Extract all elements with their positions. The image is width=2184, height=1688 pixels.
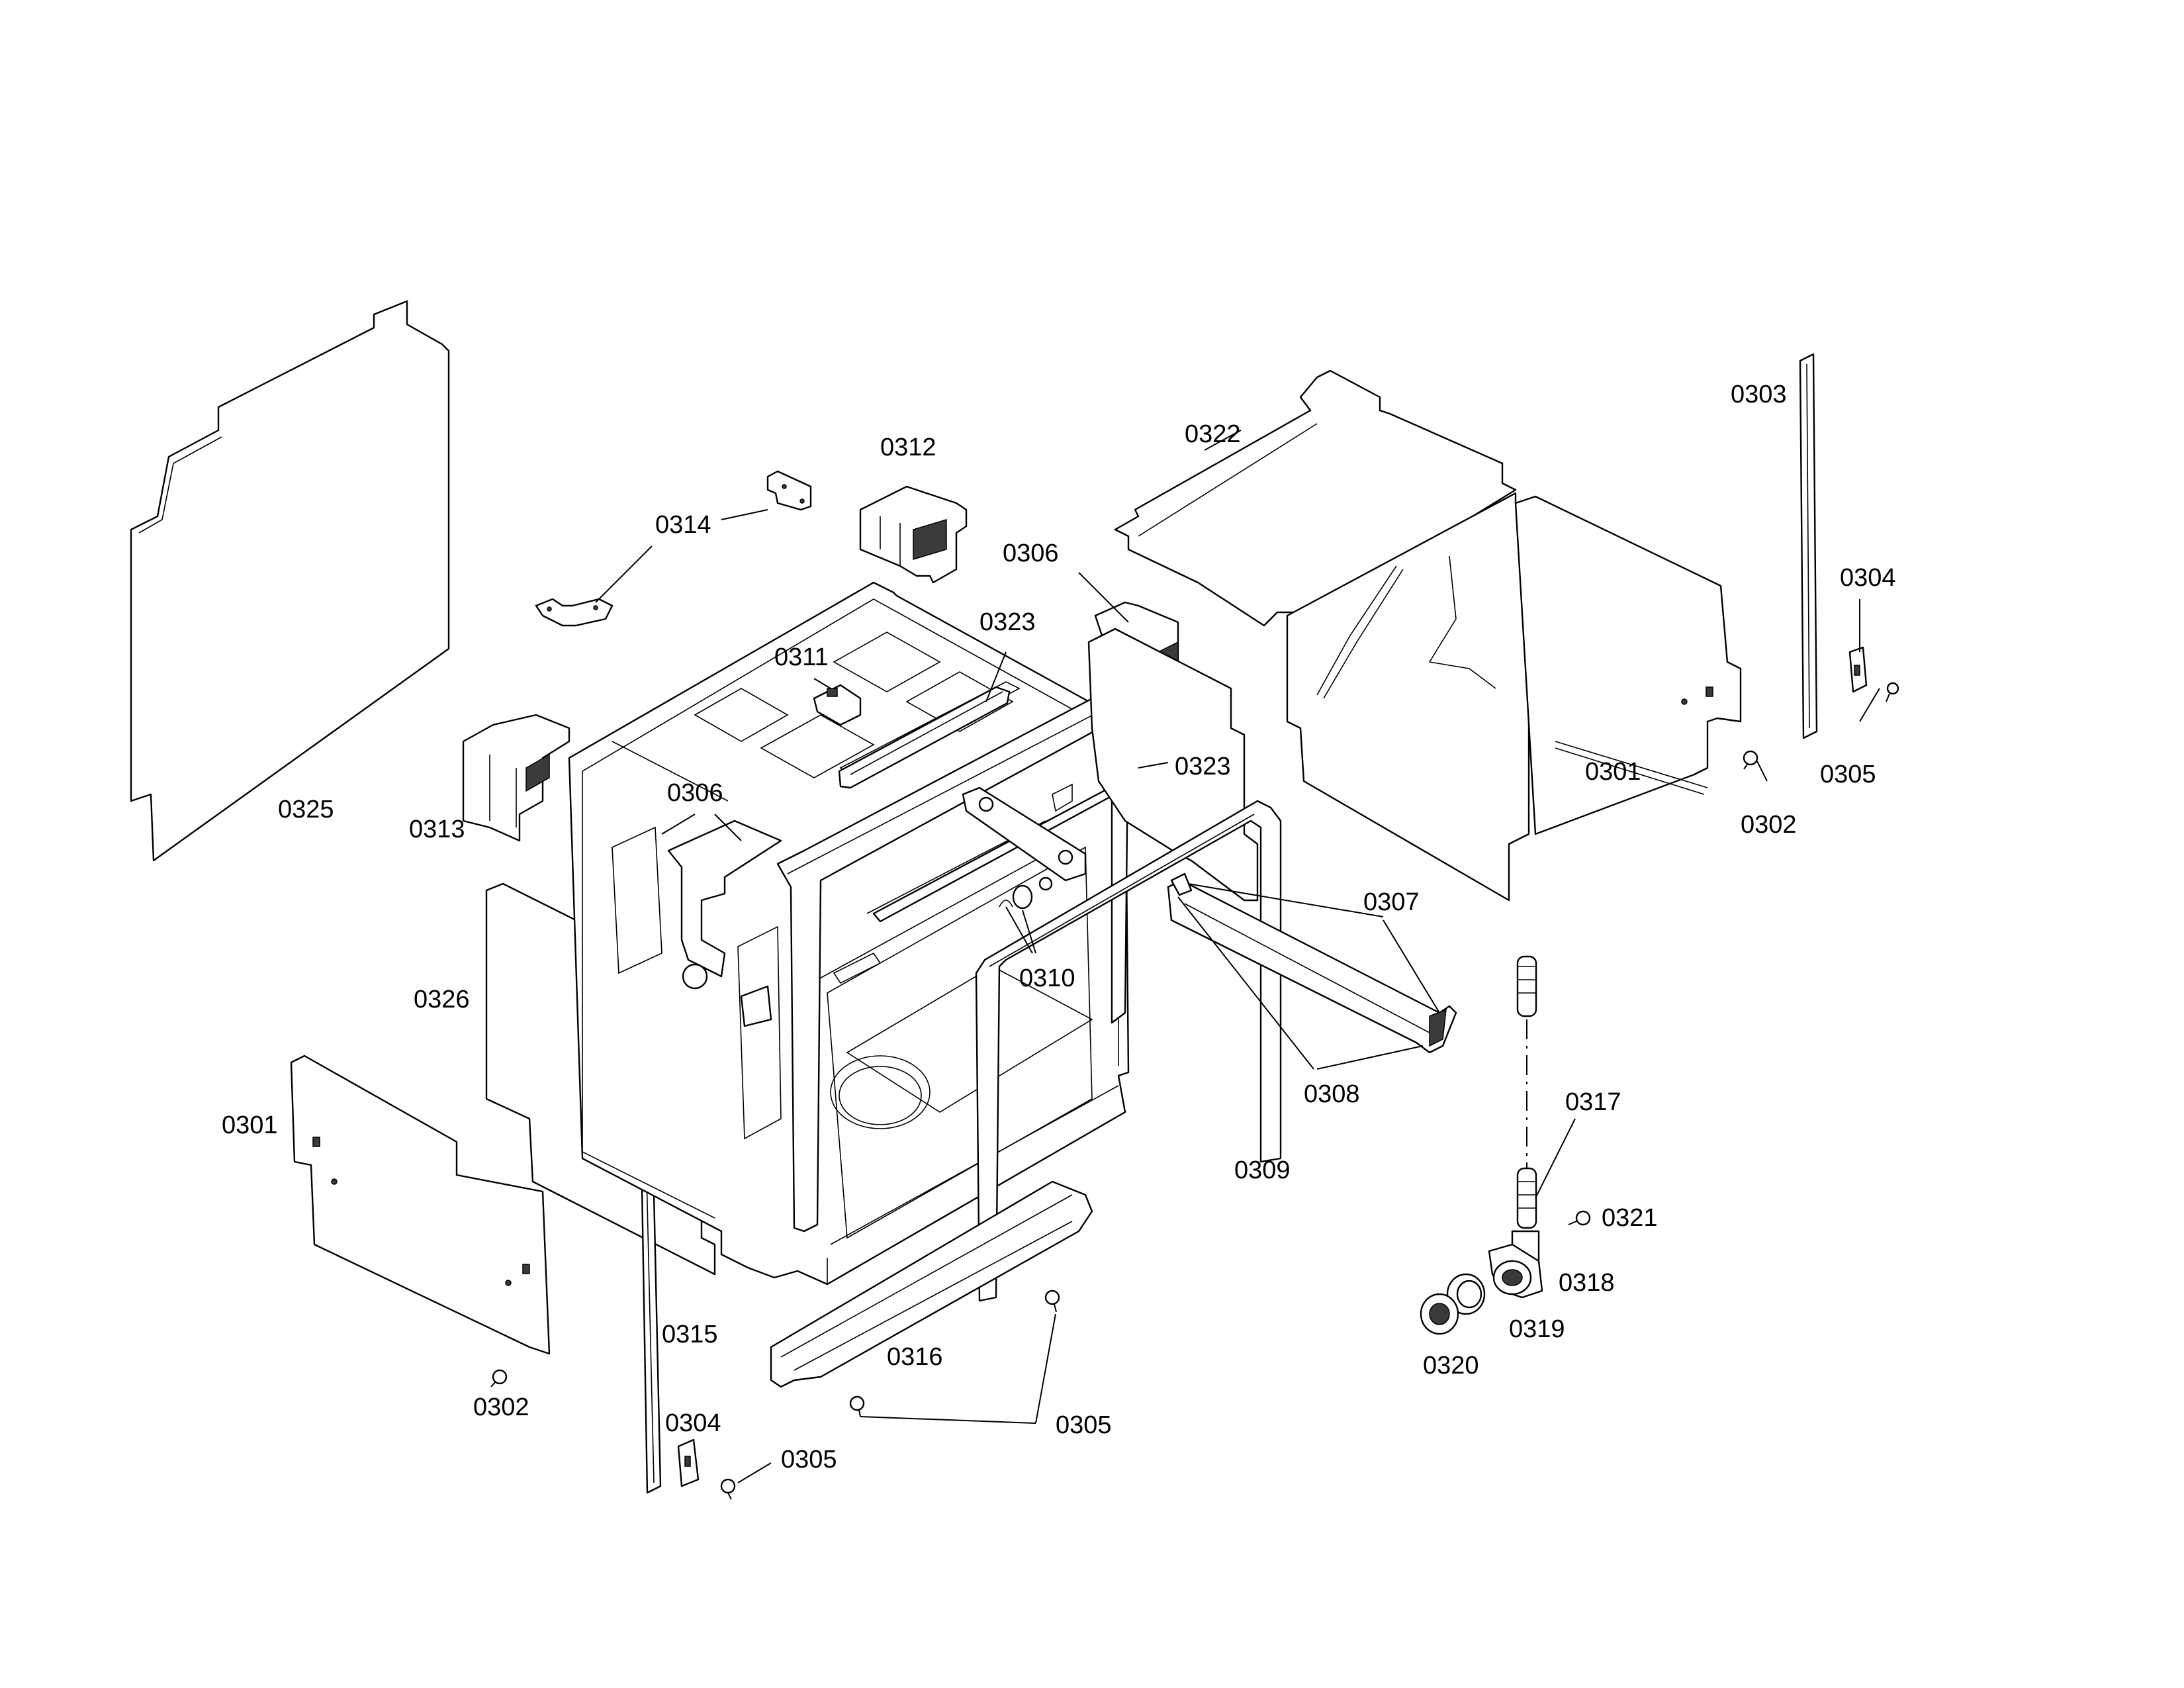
left-lower-panel-part (290, 1055, 551, 1355)
label-0312: 0312 (880, 434, 936, 461)
label-0305: 0305 (781, 1446, 837, 1474)
label-0315: 0315 (662, 1321, 718, 1348)
mounting-bracket-lower-part (535, 598, 614, 627)
leader-lines (595, 430, 1880, 1483)
left-control-module-part (462, 714, 570, 842)
small-screw-0321-part (1568, 1210, 1591, 1226)
top-clip-part (813, 684, 862, 726)
label-0321: 0321 (1602, 1204, 1658, 1232)
right-side-panel-part (1087, 492, 1742, 902)
mounting-bracket-upper-part (766, 470, 812, 511)
valve-fitting-part (1488, 1230, 1543, 1299)
bottom-screw-left-part (720, 1478, 736, 1500)
right-screw-part (1886, 682, 1899, 702)
label-0309: 0309 (1234, 1156, 1291, 1184)
back-panel-part (130, 300, 450, 862)
bottom-screw-middle-part (849, 1395, 865, 1417)
upper-gasket-part (838, 686, 1011, 789)
label-0302: 0302 (473, 1393, 529, 1421)
label-0313: 0313 (409, 816, 465, 843)
label-0304: 0304 (665, 1409, 721, 1437)
ring-part (1446, 1273, 1486, 1315)
hinge-bracket-part (962, 786, 1087, 910)
label-0304: 0304 (1840, 564, 1896, 592)
label-0303: 0303 (1731, 381, 1787, 408)
label-0323: 0323 (1175, 753, 1231, 780)
label-0301: 0301 (222, 1111, 278, 1139)
label-0320: 0320 (1423, 1352, 1479, 1380)
label-0308: 0308 (1304, 1080, 1360, 1108)
support-rail-part (1167, 872, 1457, 1054)
label-0302: 0302 (1741, 811, 1797, 839)
label-0318: 0318 (1559, 1269, 1615, 1297)
label-0306: 0306 (667, 779, 723, 807)
right-trim-strip-part (1799, 353, 1818, 739)
right-screw-0302-part (1743, 750, 1758, 770)
label-0307: 0307 (1363, 888, 1420, 916)
left-screw-0302-part (490, 1369, 508, 1387)
label-0317: 0317 (1565, 1088, 1621, 1116)
label-0322: 0322 (1185, 420, 1241, 448)
part-number-labels: 0325 0313 0314 0312 0311 0306 0323 0323 … (222, 381, 1896, 1474)
label-0311: 0311 (774, 643, 829, 671)
label-0305: 0305 (1056, 1411, 1112, 1439)
label-0325: 0325 (278, 796, 334, 823)
disk-part (1420, 1293, 1459, 1335)
left-clip-part (677, 1438, 700, 1487)
left-bracket-module-part (667, 820, 782, 1027)
upper-control-module-part (859, 485, 968, 584)
bottom-screw-right-part (1044, 1289, 1060, 1313)
label-0301: 0301 (1585, 758, 1641, 786)
bottom-rail-part (770, 1180, 1093, 1388)
label-0323: 0323 (979, 608, 1036, 636)
door-frame-part (975, 800, 1282, 1302)
right-clip-part (1848, 646, 1868, 693)
drain-hose-part (1516, 955, 1537, 1229)
label-0306: 0306 (1003, 539, 1059, 567)
label-0314: 0314 (655, 511, 711, 539)
label-0316: 0316 (887, 1343, 943, 1371)
label-0305: 0305 (1820, 761, 1876, 788)
label-0326: 0326 (414, 986, 470, 1013)
insulation-cover-part (1114, 369, 1517, 627)
label-0319: 0319 (1509, 1315, 1565, 1343)
label-0310: 0310 (1019, 964, 1075, 992)
